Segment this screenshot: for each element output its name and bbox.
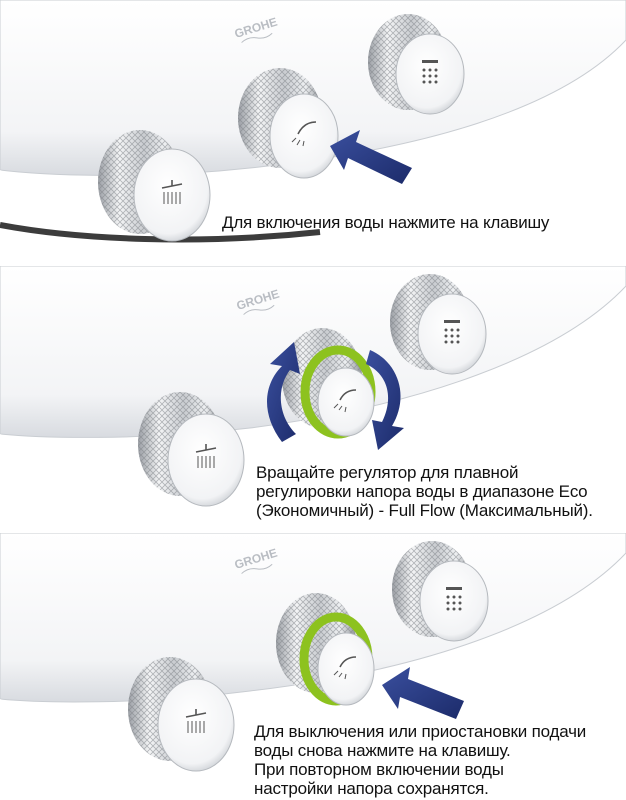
panel-press-to-start: GROHE [0,0,626,265]
caption-line: При повторном включении воды [254,760,504,779]
knob-hand-shower[interactable] [238,68,339,179]
knob-body-jets[interactable] [390,274,487,375]
rotate-arrow-icon [267,342,404,450]
shower-head-icon [195,444,217,468]
caption-rotate-to-adjust: Вращайте регулятор для плавной регулиров… [256,463,593,520]
knob-shower-head[interactable] [138,392,245,507]
knob-shower-head[interactable] [98,130,211,242]
caption-line: (Экономичный) - Full Flow (Максимальный)… [256,501,593,520]
body-jets-icon [444,320,460,344]
shower-head-icon [185,709,207,733]
panel-press-to-stop: GROHE [0,533,626,800]
caption-line: регулировки напора воды в диапазоне Eco [256,482,588,501]
caption-press-to-start: Для включения воды нажмите на клавишу [222,213,549,232]
body-jets-icon [422,60,438,84]
body-jets-icon [446,587,462,611]
knob-body-jets[interactable] [368,14,465,115]
shower-head-icon [161,180,183,204]
knob-hand-shower[interactable] [282,328,376,439]
caption-line: Для включения воды нажмите на клавишу [222,213,550,232]
press-arrow-icon [382,667,464,719]
hand-shower-icon [291,121,317,147]
panel-rotate-to-adjust: GROHE [0,266,626,532]
caption-line: Вращайте регулятор для плавной [256,463,519,482]
hand-shower-icon [333,389,357,413]
caption-line: Для выключения или приостановки подачи [254,722,587,741]
knob-hand-shower[interactable] [276,593,375,706]
press-arrow-icon [330,130,412,184]
caption-line: настройки напора сохранятся. [254,779,489,798]
caption-line: воды снова нажмите на клавишу. [254,741,511,760]
knob-body-jets[interactable] [392,541,489,642]
caption-press-to-stop: Для выключения или приостановки подачи в… [254,722,586,798]
hand-shower-icon [333,656,357,680]
knob-shower-head[interactable] [128,657,235,772]
